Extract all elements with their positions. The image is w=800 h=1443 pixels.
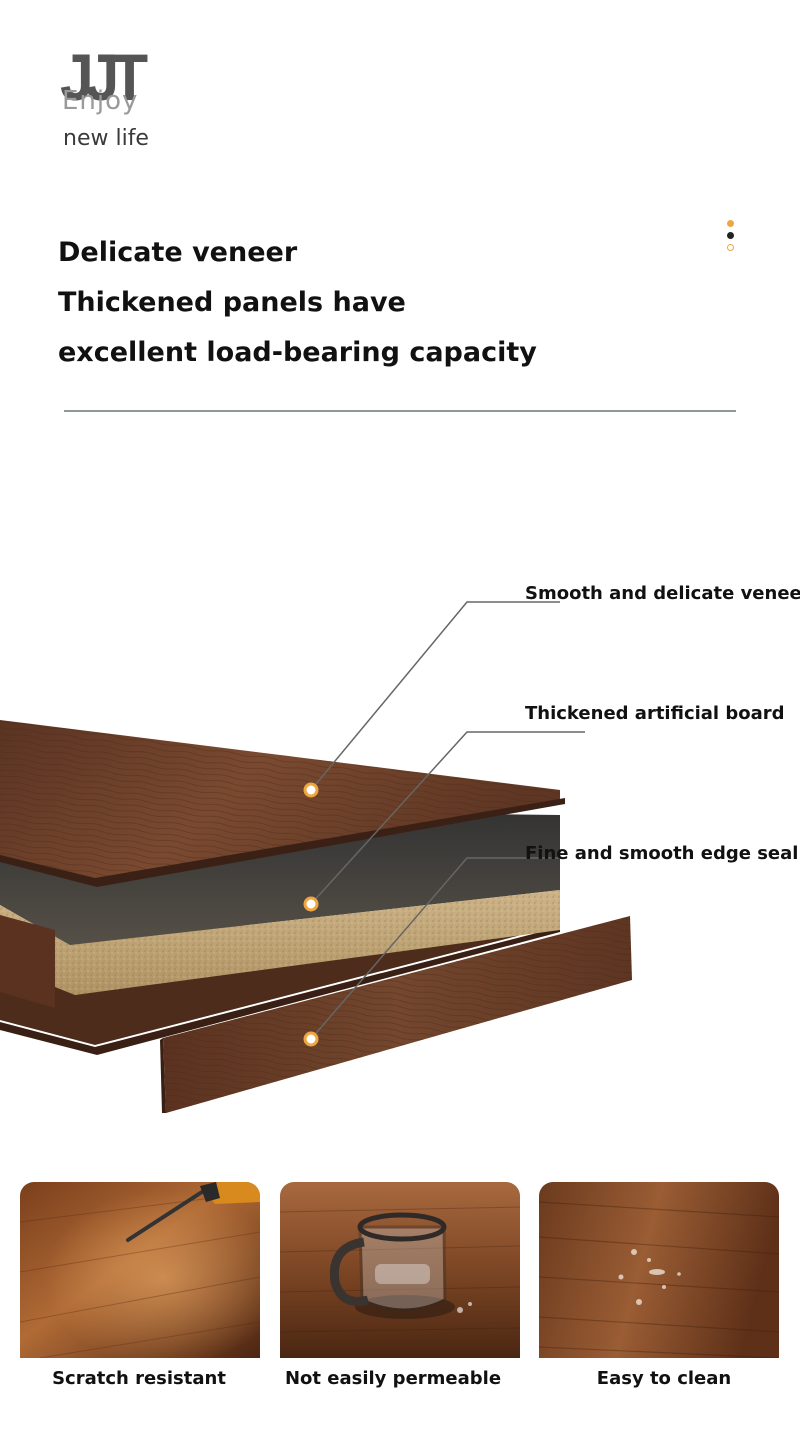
callout-board: Thickened artificial board xyxy=(525,703,785,724)
heading-line-2: Thickened panels have xyxy=(58,287,406,318)
logo-mark: JJT xyxy=(60,40,148,114)
brand-logo: JJT Enjoy new life xyxy=(60,44,170,154)
hollow-dot xyxy=(727,244,734,251)
feature-label-permeable: Not easily permeable xyxy=(284,1368,502,1389)
orange-dot xyxy=(727,220,734,227)
callout-veneer: Smooth and delicate veneer xyxy=(525,583,800,604)
callout-edge: Fine and smooth edge sealing xyxy=(525,843,800,864)
feature-label-scratch: Scratch resistant xyxy=(52,1368,226,1389)
logo-tagline: new life xyxy=(63,126,149,151)
section-heading: Delicate veneer Thickened panels have ex… xyxy=(58,228,678,378)
black-dot xyxy=(727,232,734,239)
heading-line-3: excellent load-bearing capacity xyxy=(58,337,537,368)
logo-tagline-faint: Enjoy xyxy=(62,86,139,116)
not-permeable-photo xyxy=(280,1182,520,1358)
edge-sealing-strip xyxy=(160,916,632,1113)
easy-to-clean-photo xyxy=(539,1182,779,1358)
callout-leaders xyxy=(310,601,585,1040)
feature-tiles xyxy=(20,1182,780,1358)
scratch-resistant-photo xyxy=(20,1182,260,1358)
heading-line-1: Delicate veneer xyxy=(58,237,298,268)
panel-layers-illustration xyxy=(0,601,632,1113)
decorative-dots-icon xyxy=(727,220,737,254)
divider-line xyxy=(64,410,736,412)
top-veneer-layer xyxy=(0,720,565,887)
feature-label-clean: Easy to clean xyxy=(596,1368,732,1389)
callout-markers xyxy=(303,782,319,1047)
